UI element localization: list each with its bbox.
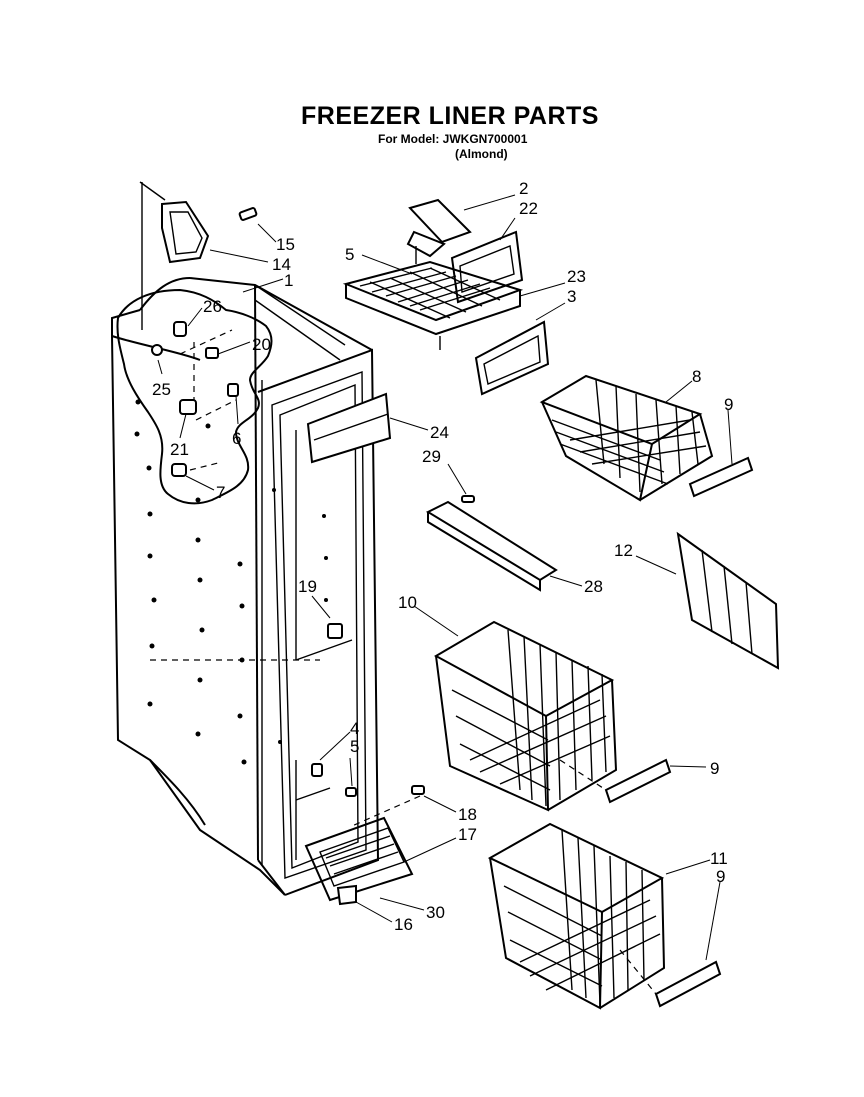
- callout-22: 22: [519, 199, 538, 218]
- cover-12: [676, 531, 780, 670]
- basket-8: [539, 374, 714, 502]
- callout-29: 29: [422, 447, 441, 466]
- callout-16: 16: [394, 915, 413, 934]
- callout-4: 4: [350, 719, 359, 738]
- callout-20: 20: [252, 335, 271, 354]
- callout-5-lower: 5: [350, 737, 359, 756]
- model-finish: (Almond): [455, 147, 508, 161]
- rail-28: [425, 495, 558, 592]
- callout-9-middle: 9: [710, 759, 719, 778]
- callout-1: 1: [284, 271, 293, 290]
- callout-labels: 1 2 22 5 23 3 15 14 26 20 25 6 21 7 24 8…: [152, 179, 733, 934]
- callout-3: 3: [567, 287, 576, 306]
- callout-7: 7: [216, 483, 225, 502]
- callout-2: 2: [519, 179, 528, 198]
- callout-6: 6: [232, 429, 241, 448]
- shelf-assembly: [342, 198, 550, 396]
- basket-10: [433, 620, 618, 812]
- leader-lines: [150, 194, 733, 995]
- callout-23: 23: [567, 267, 586, 286]
- callout-8: 8: [692, 367, 701, 386]
- callout-26: 26: [203, 297, 222, 316]
- callout-11: 11: [710, 849, 728, 868]
- trim-9-lower: [654, 960, 722, 1008]
- callout-5-shelf: 5: [345, 245, 354, 264]
- callout-19: 19: [298, 577, 317, 596]
- basket-11: [487, 822, 666, 1010]
- freezer-liner: [111, 277, 392, 896]
- callout-25: 25: [152, 380, 171, 399]
- lower-trim-17: [304, 785, 425, 906]
- callout-9-upper: 9: [724, 395, 733, 414]
- callout-9-lower: 9: [716, 867, 725, 886]
- trim-9-middle: [604, 758, 672, 804]
- callout-28: 28: [584, 577, 603, 596]
- diagram-title: FREEZER LINER PARTS: [301, 102, 599, 130]
- callout-14: 14: [272, 255, 291, 274]
- callout-24: 24: [430, 423, 449, 442]
- callout-21: 21: [170, 440, 189, 459]
- trim-9-upper: [688, 456, 754, 498]
- callout-17: 17: [458, 825, 477, 844]
- bracket-14: [139, 181, 258, 330]
- callout-30: 30: [426, 903, 445, 922]
- callout-15: 15: [276, 235, 295, 254]
- model-number: For Model: JWKGN700001: [378, 132, 528, 146]
- callout-10: 10: [398, 593, 417, 612]
- callout-12: 12: [614, 541, 633, 560]
- callout-18: 18: [458, 805, 477, 824]
